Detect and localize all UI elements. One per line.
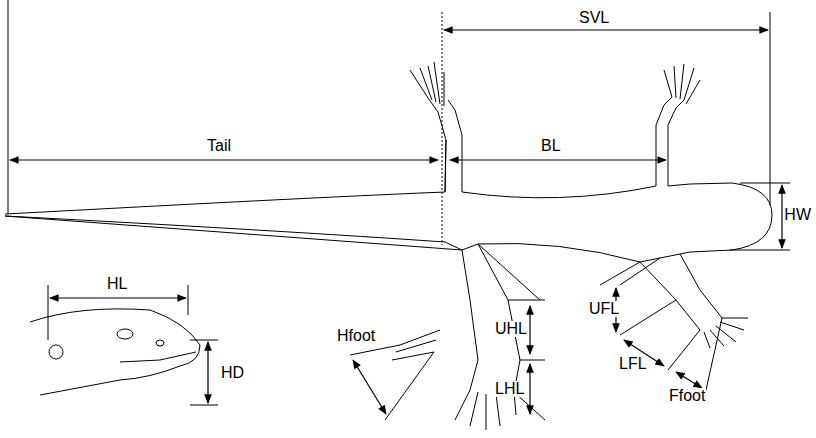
measurement-label: LHL (494, 381, 525, 397)
measurement-label: HD (220, 365, 245, 381)
measurement-label: HL (106, 276, 128, 292)
measurement-label: LFL (618, 356, 648, 372)
measurement-label: UFL (588, 301, 620, 317)
measurement-label: Tail (206, 138, 232, 154)
measurement-label: BL (540, 138, 562, 154)
measurement-label: UHL (494, 321, 528, 337)
measurement-label: Hfoot (336, 328, 376, 344)
measurement-label: HW (783, 207, 812, 223)
measurement-label: SVL (578, 10, 610, 26)
measurement-label: Ffoot (668, 388, 706, 404)
